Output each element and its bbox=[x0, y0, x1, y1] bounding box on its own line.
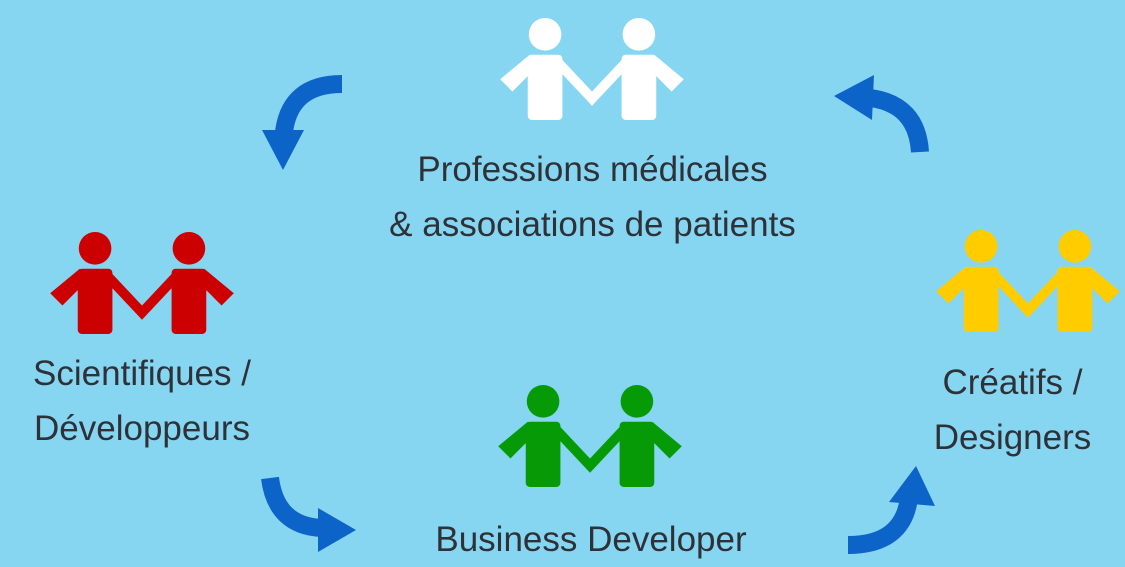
medical-group-label: Professions médicales & associations de … bbox=[345, 142, 840, 252]
scientists-label-line1: Scientifiques / bbox=[33, 354, 251, 393]
business-group-label: Business Developer bbox=[360, 512, 822, 567]
medical-label-line2: & associations de patients bbox=[389, 205, 796, 244]
curved-arrow-icon bbox=[261, 476, 356, 552]
creatives-label-line2: Designers bbox=[933, 418, 1092, 457]
business-label-line1: Business Developer bbox=[435, 520, 747, 559]
scientists-group-label: Scientifiques / Développeurs bbox=[0, 346, 284, 456]
creatives-group-label: Créatifs / Designers bbox=[900, 355, 1125, 465]
scientists-label-line2: Développeurs bbox=[34, 409, 250, 448]
curved-arrow-icon bbox=[847, 466, 935, 554]
curved-arrow-icon bbox=[262, 75, 343, 170]
creatives-label-line1: Créatifs / bbox=[942, 363, 1083, 402]
medical-label-line1: Professions médicales bbox=[417, 150, 768, 189]
curved-arrow-icon bbox=[834, 75, 929, 153]
